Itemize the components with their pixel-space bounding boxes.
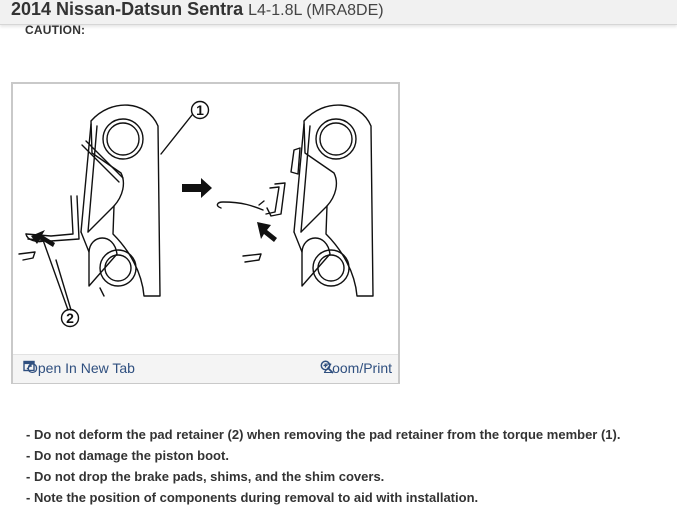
pointer-arrow-icon	[257, 222, 277, 242]
caution-heading: CAUTION:	[25, 23, 86, 37]
direction-arrow-icon	[182, 178, 212, 198]
open-in-new-tab-label: Open In New Tab	[27, 360, 135, 376]
engine-subtitle: L4-1.8L (MRA8DE)	[248, 2, 384, 19]
callout-1-label: 1	[196, 102, 204, 118]
page-title: 2014 Nissan-Datsun Sentra L4-1.8L (MRA8D…	[11, 0, 384, 20]
zoom-print-label: Zoom/Print	[323, 360, 392, 376]
note-item: - Do not drop the brake pads, shims, and…	[26, 469, 385, 484]
title-bar: 2014 Nissan-Datsun Sentra L4-1.8L (MRA8D…	[0, 0, 677, 25]
note-item: - Do not damage the piston boot.	[26, 448, 229, 463]
figure-toolbar: Open In New Tab Zoom/Print	[13, 354, 398, 383]
caution-notes: - Do not deform the pad retainer (2) whe…	[26, 424, 620, 508]
pointer-arrow-icon	[31, 230, 55, 247]
callout-2-label: 2	[66, 310, 74, 326]
note-item: - Do not deform the pad retainer (2) whe…	[26, 427, 621, 442]
open-in-new-tab-button[interactable]: Open In New Tab	[23, 360, 135, 376]
vehicle-title: 2014 Nissan-Datsun Sentra	[11, 0, 244, 19]
figure-frame: 1 2 Open In New Tab	[11, 82, 400, 384]
pad-retainer-illustration: 1 2	[18, 100, 374, 328]
zoom-print-button[interactable]: Zoom/Print	[320, 360, 392, 376]
note-item: - Note the position of components during…	[26, 490, 479, 505]
